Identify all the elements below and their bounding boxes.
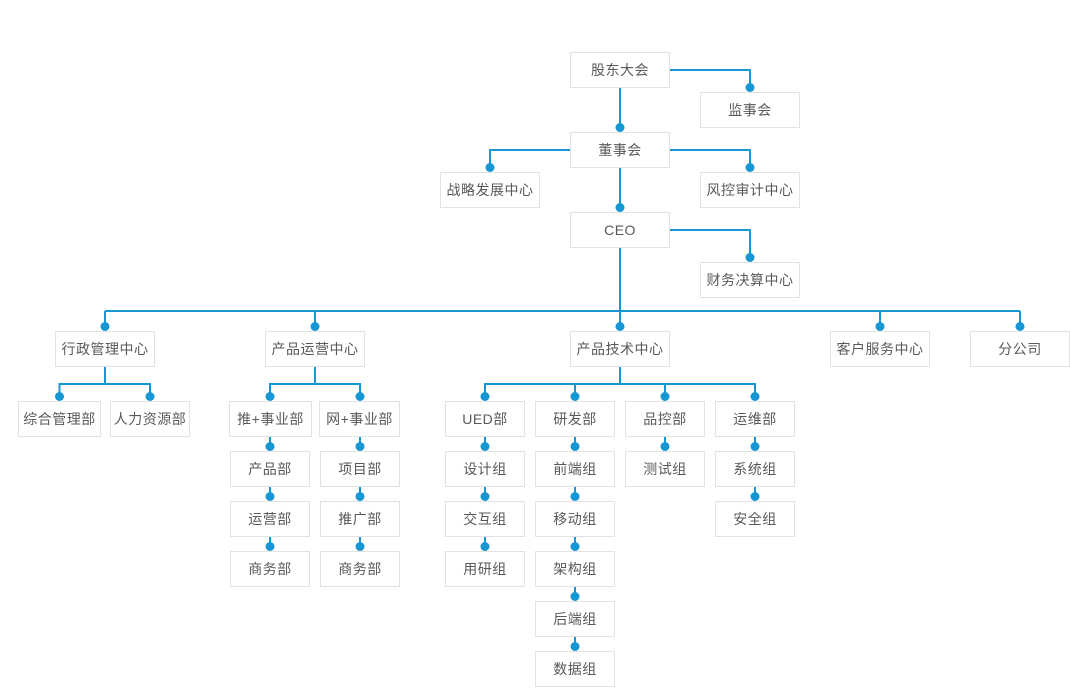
org-node-risk-audit-center: 风控审计中心 (700, 172, 800, 208)
org-node-mobile-team: 移动组 (535, 501, 615, 537)
org-node-project-dept: 项目部 (320, 451, 400, 487)
org-node-architecture-team: 架构组 (535, 551, 615, 587)
org-node-ceo: CEO (570, 212, 670, 248)
org-node-shareholders-meeting: 股东大会 (570, 52, 670, 88)
org-node-supervisory-board: 监事会 (700, 92, 800, 128)
org-node-board-of-directors: 董事会 (570, 132, 670, 168)
org-node-system-team: 系统组 (715, 451, 795, 487)
org-node-strategy-development-center: 战略发展中心 (440, 172, 540, 208)
org-node-frontend-team: 前端组 (535, 451, 615, 487)
org-node-ops-maintenance-dept: 运维部 (715, 401, 795, 437)
org-node-backend-team: 后端组 (535, 601, 615, 637)
org-node-tui-plus-business-dept: 推+事业部 (229, 401, 312, 437)
org-node-hr-dept: 人力资源部 (110, 401, 190, 437)
org-node-testing-team: 测试组 (625, 451, 705, 487)
org-node-business-dept-wang: 商务部 (320, 551, 400, 587)
org-node-promotion-dept: 推广部 (320, 501, 400, 537)
org-node-quality-control-dept: 品控部 (625, 401, 705, 437)
org-node-data-team: 数据组 (535, 651, 615, 687)
org-node-product-dept: 产品部 (230, 451, 310, 487)
org-node-user-research-team: 用研组 (445, 551, 525, 587)
org-node-financial-settlement-center: 财务决算中心 (700, 262, 800, 298)
org-node-business-dept-tui: 商务部 (230, 551, 310, 587)
org-node-interaction-team: 交互组 (445, 501, 525, 537)
org-node-admin-management-center: 行政管理中心 (55, 331, 155, 367)
org-node-customer-service-center: 客户服务中心 (830, 331, 930, 367)
org-node-product-operation-center: 产品运营中心 (265, 331, 365, 367)
org-node-general-management-dept: 综合管理部 (18, 401, 101, 437)
org-node-wang-plus-business-dept: 网+事业部 (319, 401, 400, 437)
org-node-security-team: 安全组 (715, 501, 795, 537)
org-node-product-technology-center: 产品技术中心 (570, 331, 670, 367)
org-node-branch-company: 分公司 (970, 331, 1070, 367)
org-node-rd-dept: 研发部 (535, 401, 615, 437)
org-node-operation-dept: 运营部 (230, 501, 310, 537)
org-node-design-team: 设计组 (445, 451, 525, 487)
org-node-ued-dept: UED部 (445, 401, 525, 437)
